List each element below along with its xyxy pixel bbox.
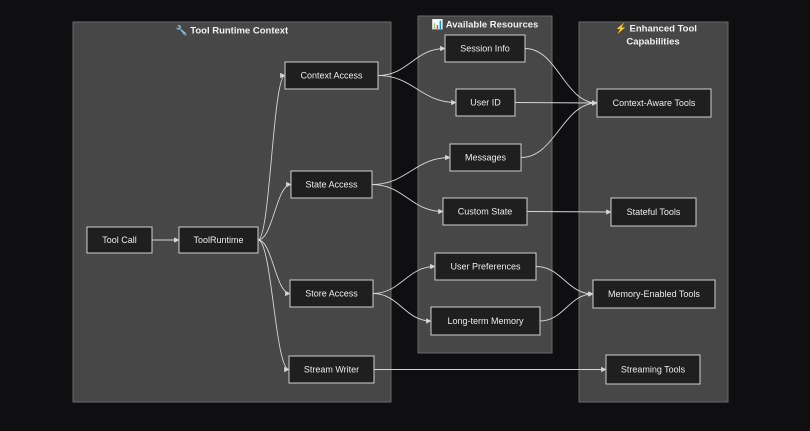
node-tool-runtime[interactable]: ToolRuntime bbox=[178, 226, 259, 254]
edge-tool-runtime-to-context-access bbox=[257, 72, 286, 241]
edge-user-preferences-to-memory-enabled-tools bbox=[535, 266, 594, 297]
edge-session-info-to-context-aware-tools bbox=[524, 48, 598, 106]
node-box-tool-call[interactable] bbox=[86, 226, 153, 254]
node-box-memory-enabled-tools[interactable] bbox=[592, 279, 716, 309]
node-user-id[interactable]: User ID bbox=[455, 88, 516, 117]
node-box-state-access[interactable] bbox=[290, 170, 373, 199]
edge-user-id-to-context-aware-tools bbox=[514, 100, 598, 106]
node-store-access[interactable]: Store Access bbox=[289, 279, 374, 308]
node-box-store-access[interactable] bbox=[289, 279, 374, 308]
cluster-title-runtime: 🔧 Tool Runtime Context bbox=[176, 25, 289, 37]
edge-store-access-to-long-term-memory bbox=[372, 293, 432, 324]
node-box-tool-runtime[interactable] bbox=[178, 226, 259, 254]
node-box-messages[interactable] bbox=[449, 143, 522, 172]
node-memory-enabled-tools[interactable]: Memory-Enabled Tools bbox=[592, 279, 716, 309]
edge-tool-runtime-to-store-access bbox=[257, 239, 291, 297]
node-box-streaming-tools[interactable] bbox=[605, 354, 701, 385]
cluster-title-capabilities-line2: Capabilities bbox=[626, 37, 679, 48]
node-stream-writer[interactable]: Stream Writer bbox=[288, 355, 375, 384]
edge-state-access-to-custom-state bbox=[371, 184, 444, 215]
edge-tool-runtime-to-state-access bbox=[257, 181, 292, 241]
edge-long-term-memory-to-memory-enabled-tools bbox=[539, 291, 594, 322]
node-stateful-tools[interactable]: Stateful Tools bbox=[610, 197, 697, 227]
edge-state-access-to-messages bbox=[371, 154, 451, 185]
node-streaming-tools[interactable]: Streaming Tools bbox=[605, 354, 701, 385]
edge-custom-state-to-stateful-tools bbox=[526, 209, 612, 215]
node-context-access[interactable]: Context Access bbox=[284, 61, 379, 90]
node-custom-state[interactable]: Custom State bbox=[442, 197, 528, 226]
node-box-user-preferences[interactable] bbox=[434, 252, 537, 281]
node-box-long-term-memory[interactable] bbox=[430, 306, 541, 336]
node-tool-call[interactable]: Tool Call bbox=[86, 226, 153, 254]
edge-store-access-to-user-preferences bbox=[372, 263, 436, 294]
cluster-available-resources: 📊 Available Resources bbox=[417, 15, 553, 354]
node-long-term-memory[interactable]: Long-term Memory bbox=[430, 306, 541, 336]
cluster-title-resources: 📊 Available Resources bbox=[432, 19, 539, 31]
node-box-stream-writer[interactable] bbox=[288, 355, 375, 384]
cluster-title-capabilities: ⚡ Enhanced Tool bbox=[615, 23, 697, 35]
node-state-access[interactable]: State Access bbox=[290, 170, 373, 199]
node-user-preferences[interactable]: User Preferences bbox=[434, 252, 537, 281]
edges-layer bbox=[152, 45, 612, 373]
edge-tool-runtime-to-stream-writer bbox=[257, 239, 290, 373]
node-messages[interactable]: Messages bbox=[449, 143, 522, 172]
edge-context-access-to-user-id bbox=[377, 75, 457, 106]
node-box-user-id[interactable] bbox=[455, 88, 516, 117]
node-session-info[interactable]: Session Info bbox=[444, 34, 526, 63]
edge-context-access-to-session-info bbox=[377, 45, 446, 76]
node-box-context-aware-tools[interactable] bbox=[596, 88, 712, 118]
node-box-stateful-tools[interactable] bbox=[610, 197, 697, 227]
node-box-session-info[interactable] bbox=[444, 34, 526, 63]
node-context-aware-tools[interactable]: Context-Aware Tools bbox=[596, 88, 712, 118]
node-box-context-access[interactable] bbox=[284, 61, 379, 90]
edge-messages-to-context-aware-tools bbox=[520, 100, 598, 158]
node-box-custom-state[interactable] bbox=[442, 197, 528, 226]
